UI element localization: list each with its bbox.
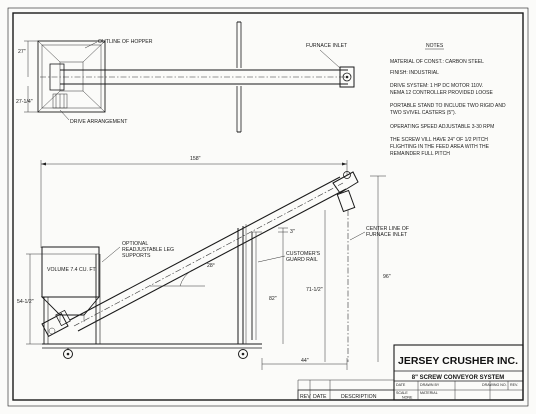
scale-label: SCALE xyxy=(396,391,408,395)
plan-furnace-inlet xyxy=(339,66,355,88)
rev-label: REV. xyxy=(510,383,518,387)
outline-of-hopper-label: OUTLINE OF HOPPER xyxy=(98,39,153,45)
note-2: FINISH: INDUSTRIAL xyxy=(390,70,439,76)
optional-leg-label-1: OPTIONAL xyxy=(122,241,148,247)
drawn-by-label: DRAWN BY xyxy=(420,383,440,387)
dim-96: 96" xyxy=(383,274,391,280)
center-line-label-2: FURNACE INLET xyxy=(366,232,408,238)
elev-tube-top xyxy=(69,176,341,321)
inner-border xyxy=(12,12,524,401)
dim-28deg: 28° xyxy=(207,263,215,269)
optional-leg-label-3: SUPPORTS xyxy=(122,253,151,259)
note-3a: DRIVE SYSTEM: 1 HP DC MOTOR 110V. xyxy=(390,83,483,89)
rev-col-label: REV xyxy=(300,394,311,400)
dim-27-1-4: 27-1/4" xyxy=(16,99,33,105)
material-label: MATERIAL xyxy=(420,391,438,395)
dim-158: 158" xyxy=(190,156,201,162)
note-6a: THE SCREW VILL HAVE 24" OF 1/2 PITCH xyxy=(390,137,488,143)
description-col-label: DESCRIPTION xyxy=(341,394,377,400)
dim-3: 3" xyxy=(290,229,295,235)
dim-54-1-2: 54-1/2" xyxy=(17,299,34,305)
notes-block: NOTES MATERIAL OF CONST.: CARBON STEEL F… xyxy=(390,43,506,157)
elev-drive-motor xyxy=(41,312,69,338)
furnace-inlet-label: FURNACE INLET xyxy=(306,43,348,49)
hopper-cone xyxy=(40,296,100,316)
company-name: JERSEY CRUSHER INC. xyxy=(398,355,518,367)
plan-drive-motor xyxy=(49,63,65,91)
note-4b: TWO SVIVEL CASTERS (5"). xyxy=(390,110,456,116)
date-label: DATE xyxy=(396,383,406,387)
note-6b: FLIGHTING IN THE FEED AREA WITH THE xyxy=(390,144,490,150)
optional-leg-label-2: READJUSTABLE LEG xyxy=(122,247,174,253)
plan-view xyxy=(24,21,355,133)
caster-right xyxy=(238,349,248,359)
dim-82: 82" xyxy=(269,296,277,302)
elev-tube-bottom xyxy=(77,188,347,332)
discharge-spout xyxy=(336,189,356,213)
revision-block xyxy=(297,379,395,401)
dim-27: 27" xyxy=(18,49,26,55)
note-5: OPERATING SPEED ADJUSTABLE 3-30 RPM xyxy=(390,124,494,130)
drawing-no-label: DRAWING NO. xyxy=(482,383,507,387)
note-6c: REMAINDER FULL PITCH xyxy=(390,151,450,157)
center-line-label-1: CENTER LINE OF xyxy=(366,226,409,232)
note-4a: PORTABLE STAND TO INCLUDE TWO RIGID AND xyxy=(390,103,506,109)
note-1: MATERIAL OF CONST.: CARBON STEEL xyxy=(390,59,484,65)
title-block xyxy=(393,344,524,401)
notes-heading: NOTES xyxy=(426,43,444,49)
drive-arrangement-label: DRIVE ARRANGEMENT xyxy=(70,119,128,125)
outer-border xyxy=(7,7,529,407)
scale-value: NONE xyxy=(402,396,413,400)
volume-label: VOLUME 7.4 CU. FT. xyxy=(47,267,97,273)
note-3b: NEMA 12 CONTROLLER PROVIDED LOOSE xyxy=(390,90,493,96)
discharge-head xyxy=(332,171,359,194)
hopper-outline xyxy=(37,40,106,113)
guard-rail-label-1: CUSTOMER'S xyxy=(286,251,321,257)
drawing-title: 8" SCREW CONVEYOR SYSTEM xyxy=(412,375,505,381)
guard-rail-label-2: GUARD RAIL xyxy=(286,257,318,263)
dim-44: 44" xyxy=(301,358,309,364)
date-col-label: DATE xyxy=(313,394,327,400)
elevation-view xyxy=(26,160,386,370)
dim-71-1-2: 71-1/2" xyxy=(306,287,323,293)
